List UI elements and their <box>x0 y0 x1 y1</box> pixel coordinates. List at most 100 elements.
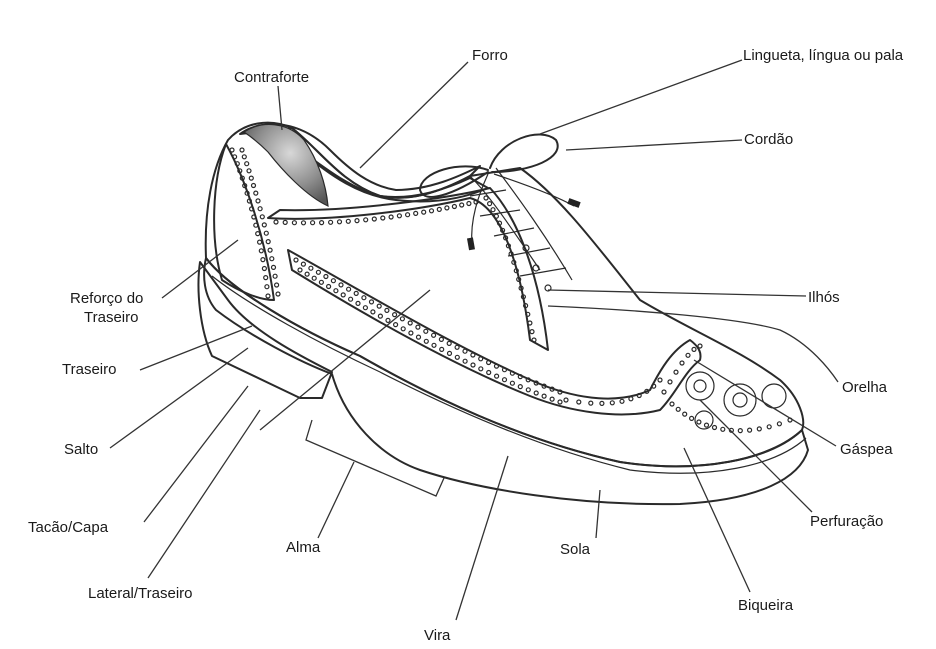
perforation-dot <box>424 329 428 333</box>
perforation-dot <box>292 221 296 225</box>
label-forro: Forro <box>472 47 508 64</box>
perforation-dot <box>416 325 420 329</box>
perforation-dot <box>437 207 441 211</box>
perforation-dot <box>528 321 532 325</box>
perforation-dot <box>610 401 614 405</box>
perforation-dot <box>510 381 514 385</box>
perforation-dot <box>440 347 444 351</box>
perforation-dot <box>767 425 771 429</box>
perforation-dot <box>311 221 315 225</box>
perforation-dot <box>309 266 313 270</box>
perforation-dot <box>385 308 389 312</box>
perforation-dot <box>298 268 302 272</box>
perforation-dot <box>479 367 483 371</box>
perforation-dot <box>447 341 451 345</box>
label-alma: Alma <box>286 539 321 556</box>
perforation-dot <box>692 347 696 351</box>
perforation-dot <box>757 427 761 431</box>
perforation-dot <box>463 349 467 353</box>
perforation-dot <box>386 318 390 322</box>
perforation-dot <box>542 394 546 398</box>
perforation-dot <box>452 205 456 209</box>
perforation-dot <box>319 280 323 284</box>
perforation-dot <box>240 148 244 152</box>
perforation-dot <box>738 429 742 433</box>
perforation-dot <box>397 214 401 218</box>
label-cordao: Cordão <box>744 131 793 148</box>
perforation-dot <box>301 262 305 266</box>
perforation-dot <box>697 420 701 424</box>
perforation-dot <box>264 276 268 280</box>
perforation-dot <box>409 331 413 335</box>
perforation-dot <box>266 240 270 244</box>
perforation-dot <box>265 285 269 289</box>
perforation-dot <box>414 211 418 215</box>
perforation-dot <box>264 231 268 235</box>
perforation-dot <box>262 223 266 227</box>
perforation-dot <box>347 287 351 291</box>
label-vira: Vira <box>424 627 451 644</box>
perforation-dot <box>312 276 316 280</box>
perforation-dot <box>400 317 404 321</box>
perforation-dot <box>698 344 702 348</box>
perforation-dot <box>662 390 666 394</box>
perforation-dot <box>455 355 459 359</box>
perforation-dot <box>589 401 593 405</box>
perforation-dot <box>432 343 436 347</box>
label-perfuracao: Perfuração <box>810 513 883 530</box>
perforation-dot <box>252 184 256 188</box>
perforation-dot <box>354 291 358 295</box>
perforation-dot <box>439 337 443 341</box>
perforation-dot <box>242 155 246 159</box>
perforation-dot <box>463 359 467 363</box>
perforation-dot <box>460 203 464 207</box>
perforation-dot <box>690 416 694 420</box>
perforation-dot <box>266 294 270 298</box>
perforation-dot <box>600 401 604 405</box>
perforation-dot <box>364 218 368 222</box>
perforation-dot <box>305 272 309 276</box>
label-reforco-line2: Traseiro <box>84 309 138 326</box>
perforation-dot <box>262 267 266 271</box>
perforation-dot <box>487 371 491 375</box>
perforation-dot <box>674 370 678 374</box>
laces <box>420 135 581 280</box>
vamp-strip <box>288 250 701 414</box>
perforation-dot <box>668 380 672 384</box>
perforation-dot <box>748 428 752 432</box>
perforation-dot <box>355 219 359 223</box>
perforation-dot <box>258 240 262 244</box>
perforation-dot <box>558 400 562 404</box>
perforation-dot <box>484 196 488 200</box>
perforation-dot <box>686 353 690 357</box>
perforation-dot <box>274 220 278 224</box>
label-salto: Salto <box>64 441 98 458</box>
perforation-dot <box>577 400 581 404</box>
perforation-dot <box>346 219 350 223</box>
label-ilhos: Ilhós <box>808 289 840 306</box>
perforation-dot <box>316 270 320 274</box>
perforation-dot <box>455 345 459 349</box>
perforation-dot <box>417 335 421 339</box>
label-orelha: Orelha <box>842 379 888 396</box>
leader-lines <box>110 60 838 620</box>
perforation-dot <box>448 351 452 355</box>
perforation-dot <box>503 378 507 382</box>
perforation-dot <box>445 206 449 210</box>
perforation-dot <box>495 374 499 378</box>
perforation-dot <box>401 327 405 331</box>
perforation-dot <box>349 297 353 301</box>
perforation-dot <box>230 148 234 152</box>
perforation-dot <box>713 426 717 430</box>
label-biqueira: Biqueira <box>738 597 794 614</box>
label-lateral: Lateral/Traseiro <box>88 585 193 602</box>
perforation-dot <box>389 215 393 219</box>
perforation-dot <box>272 265 276 269</box>
perforation-dot <box>256 232 260 236</box>
perforation-dot <box>683 412 687 416</box>
perforation-dot <box>275 283 279 287</box>
perforation-dot <box>371 310 375 314</box>
perforation-dot <box>302 221 306 225</box>
label-contraforte: Contraforte <box>234 69 309 86</box>
